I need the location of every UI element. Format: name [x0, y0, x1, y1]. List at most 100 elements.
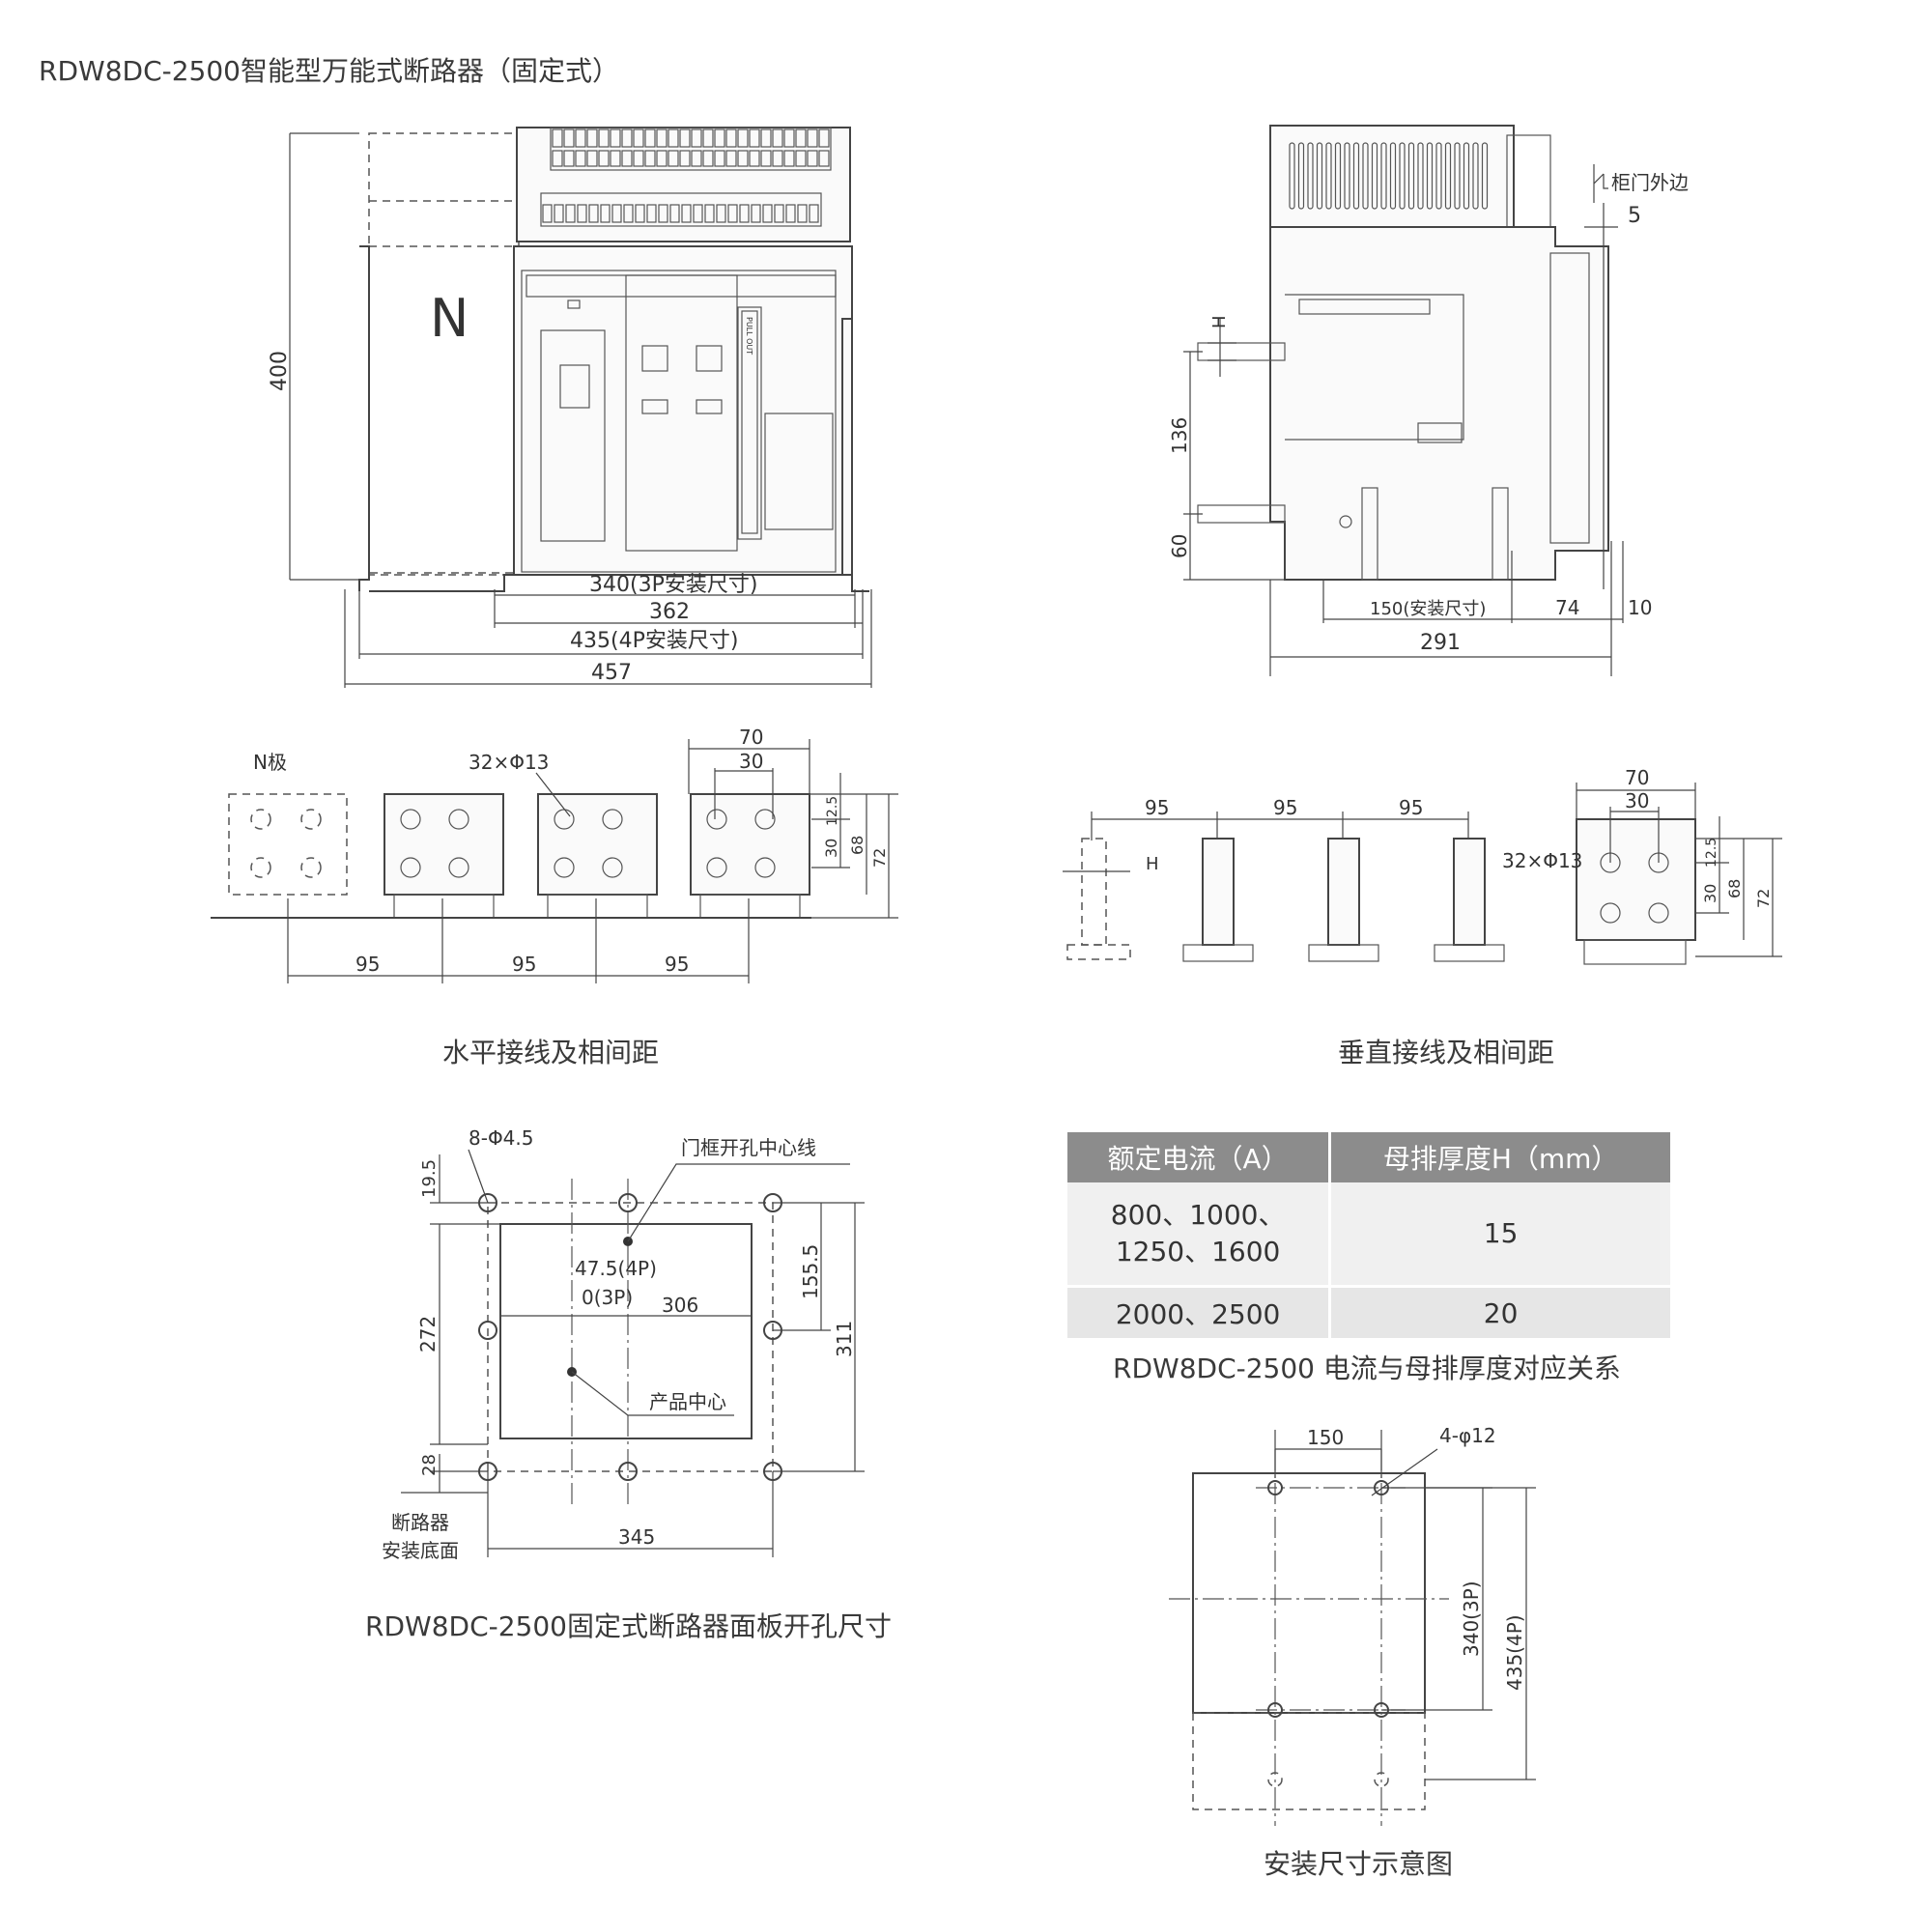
v-dim-68: 68	[1725, 879, 1744, 898]
bolt-hole	[754, 857, 776, 878]
side-view: H 136 60 柜门外边 5 150(安装尺寸) 74 10 291	[1168, 125, 1689, 676]
pole-base	[699, 894, 801, 919]
h-dim-30: 30	[739, 750, 763, 773]
table-cell-current: 2000、2500	[1067, 1285, 1332, 1338]
dim-47-5: 47.5(4P)	[575, 1257, 657, 1280]
mount-dim-150: 150	[1307, 1426, 1344, 1449]
terminal-screw	[586, 150, 598, 167]
stub-base	[1434, 944, 1505, 962]
terminal-screw	[668, 128, 679, 148]
terminal-screw	[563, 150, 575, 167]
terminal-slot	[809, 204, 819, 223]
side-h-label: H	[1209, 315, 1230, 328]
header-rated-current: 额定电流（A）	[1067, 1132, 1332, 1182]
caption-vertical-wiring: 垂直接线及相间距	[1338, 1037, 1555, 1068]
vent-slot	[1325, 142, 1332, 210]
mounting-hole	[1267, 1702, 1283, 1718]
mount-dim-340: 340(3P)	[1460, 1581, 1483, 1657]
v-spacing-2: 95	[1273, 796, 1297, 819]
terminal-screw	[795, 128, 807, 148]
dim-155-5: 155.5	[799, 1244, 822, 1299]
bolt-hole	[400, 857, 421, 878]
terminal-screw	[783, 150, 795, 167]
dim-306: 306	[662, 1294, 698, 1317]
terminal-screw	[644, 150, 656, 167]
front-dim-457: 457	[591, 661, 632, 685]
n-pole-label: N	[430, 288, 469, 349]
bolt-hole	[602, 857, 623, 878]
door-edge-label: 柜门外边	[1611, 171, 1689, 194]
terminal-screw	[668, 150, 679, 167]
caption-panel-cutout: RDW8DC-2500固定式断路器面板开孔尺寸	[365, 1610, 892, 1642]
terminal-screw	[702, 150, 714, 167]
vent-slot	[1435, 142, 1442, 210]
terminal-screw	[586, 128, 598, 148]
base-label-1: 断路器	[391, 1511, 449, 1534]
busbar-stub	[1327, 838, 1360, 946]
terminal-slot	[646, 204, 657, 223]
vent-slot	[1481, 142, 1489, 210]
terminal-screw	[760, 150, 772, 167]
vertical-wiring: 95 95 95 H 32×Φ13 70 30 12.5 30 68 72	[1063, 766, 1782, 965]
terminal-screw	[737, 150, 749, 167]
terminal-slot	[635, 204, 645, 223]
side-dim-74: 74	[1555, 596, 1579, 619]
dim-311: 311	[833, 1321, 856, 1357]
h-dim-70: 70	[739, 726, 763, 749]
terminal-slot	[716, 204, 726, 223]
busbar-pole	[384, 793, 504, 896]
terminal-screw	[598, 128, 610, 148]
vent-slot	[1389, 142, 1397, 210]
h-dim-30b: 30	[822, 839, 840, 858]
terminal-screw	[725, 128, 737, 148]
terminal-slot	[588, 204, 599, 223]
busbar-stub	[1453, 838, 1486, 946]
terminal-screw	[725, 150, 737, 167]
terminal-slot	[774, 204, 784, 223]
terminal-screw	[633, 150, 644, 167]
bolt-hole	[706, 857, 727, 878]
terminal-screw	[598, 150, 610, 167]
v-spacing-1: 95	[1145, 796, 1169, 819]
vent-slot	[1426, 142, 1434, 210]
terminal-slot	[577, 204, 587, 223]
busbar-stub	[1202, 838, 1235, 946]
v-hole-label: 32×Φ13	[1502, 849, 1582, 872]
bolt-hole	[754, 809, 776, 830]
busbar-pole	[537, 793, 658, 896]
v-dim-30: 30	[1625, 789, 1649, 812]
terminal-slot	[669, 204, 680, 223]
h-spacing-2: 95	[512, 953, 536, 976]
terminal-screw	[656, 128, 668, 148]
dim-19-5: 19.5	[419, 1159, 440, 1198]
vent-slot	[1334, 142, 1342, 210]
terminal-slot	[554, 204, 564, 223]
pole-base	[393, 894, 495, 919]
dim-28: 28	[419, 1454, 440, 1476]
mounting-hole	[1267, 1480, 1283, 1495]
terminal-slot	[658, 204, 668, 223]
bolt-hole	[448, 809, 469, 830]
door-offset: 5	[1628, 204, 1641, 228]
terminal-screw	[795, 150, 807, 167]
terminal-screw	[807, 128, 818, 148]
vent-slot	[1371, 142, 1378, 210]
stub-base	[1308, 944, 1379, 962]
terminal-slot	[727, 204, 738, 223]
side-dim-150: 150(安装尺寸)	[1370, 599, 1486, 619]
v-h-label: H	[1146, 854, 1159, 874]
header-bus-thickness: 母排厚度H（mm）	[1329, 1132, 1670, 1182]
base-label-2: 安装底面	[382, 1539, 459, 1562]
terminal-screw	[575, 150, 586, 167]
front-dim-362: 362	[649, 600, 690, 624]
vent-slot	[1454, 142, 1461, 210]
terminal-screw	[575, 128, 586, 148]
vent-slot	[1352, 142, 1360, 210]
terminal-screw	[679, 150, 691, 167]
vent-slot	[1472, 142, 1479, 210]
mounting-diagram: 150 4-φ12 340(3P) 435(4P)	[1169, 1424, 1536, 1826]
mounting-hole	[478, 1321, 497, 1340]
door-center-label: 门框开孔中心线	[681, 1136, 816, 1159]
table-row: 2000、2500 20	[1067, 1285, 1670, 1338]
terminal-screw	[772, 128, 783, 148]
